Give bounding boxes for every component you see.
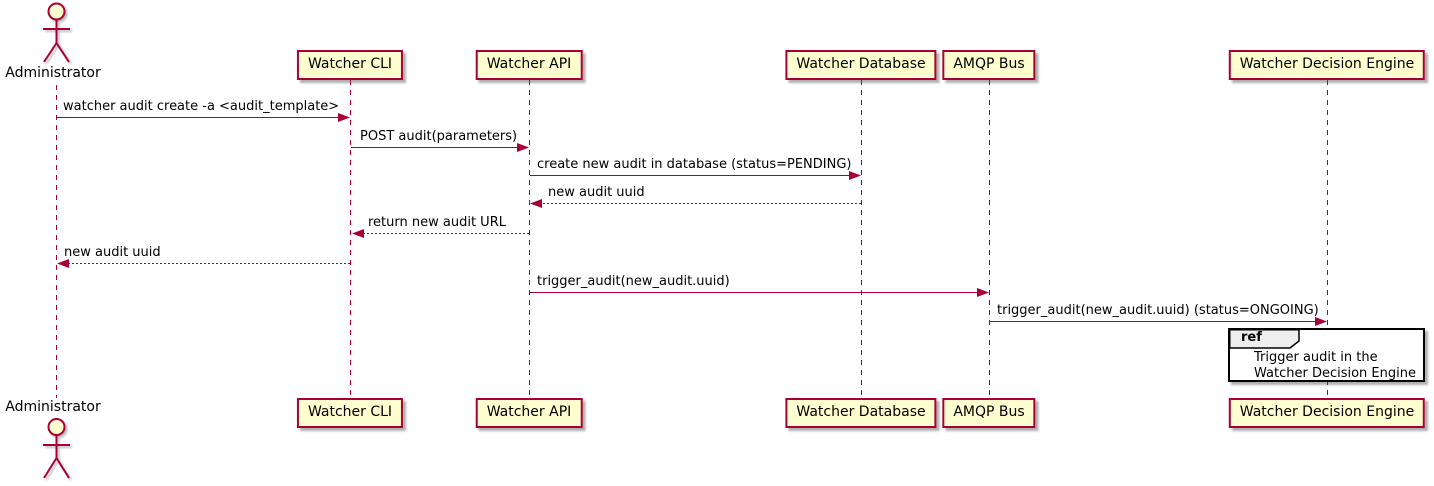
ref-text-line-2: Watcher Decision Engine: [1254, 365, 1416, 381]
participant-box-watcher-database-top: Watcher Database: [785, 50, 937, 80]
message-label-2: create new audit in database (status=PEN…: [537, 157, 852, 172]
administrator-actor-top-icon: [43, 2, 70, 63]
ref-text-line-1: Trigger audit in the: [1254, 350, 1378, 365]
administrator-actor-bottom-icon: [43, 418, 70, 479]
message-arrow-5: [57, 259, 350, 268]
participant-box-watcher-database-bottom: Watcher Database: [785, 398, 937, 428]
message-label-3: new audit uuid: [548, 185, 645, 200]
participant-box-amqp-bus-bottom: AMQP Bus: [942, 398, 1036, 428]
ref-fragment: ref Trigger audit in the Watcher Decisio…: [1228, 328, 1425, 382]
ref-header-pentagon: [1229, 329, 1300, 349]
participant-label-administrator-top: Administrator: [5, 65, 101, 81]
participant-box-watcher-api-bottom: Watcher API: [475, 398, 583, 428]
message-arrow-6: [530, 288, 989, 297]
message-label-5: new audit uuid: [64, 245, 161, 260]
message-label-4: return new audit URL: [368, 215, 506, 230]
participant-box-watcher-api-top: Watcher API: [475, 50, 583, 80]
message-label-6: trigger_audit(new_audit.uuid): [537, 274, 730, 289]
message-arrow-0: [57, 113, 350, 122]
message-arrow-4: [352, 229, 529, 238]
message-label-0: watcher audit create -a <audit_template>: [63, 99, 340, 114]
participant-box-watcher-cli-top: Watcher CLI: [296, 50, 404, 80]
participant-box-watcher-decision-engine-top: Watcher Decision Engine: [1228, 50, 1426, 80]
lifelines: [56, 80, 1328, 398]
message-arrow-7: [990, 317, 1327, 326]
message-label-7: trigger_audit(new_audit.uuid) (status=ON…: [997, 303, 1319, 318]
participant-box-watcher-decision-engine-bottom: Watcher Decision Engine: [1228, 398, 1426, 428]
message-arrow-2: [530, 171, 861, 180]
message-label-1: POST audit(parameters): [360, 129, 518, 144]
ref-keyword: ref: [1241, 330, 1262, 345]
participant-box-amqp-bus-top: AMQP Bus: [942, 50, 1036, 80]
participant-box-watcher-cli-bottom: Watcher CLI: [296, 398, 404, 428]
ref-text: Trigger audit in the Watcher Decision En…: [1254, 350, 1416, 381]
participant-label-administrator-bottom: Administrator: [5, 399, 101, 415]
message-arrow-1: [351, 143, 529, 152]
message-arrow-3: [530, 199, 861, 208]
